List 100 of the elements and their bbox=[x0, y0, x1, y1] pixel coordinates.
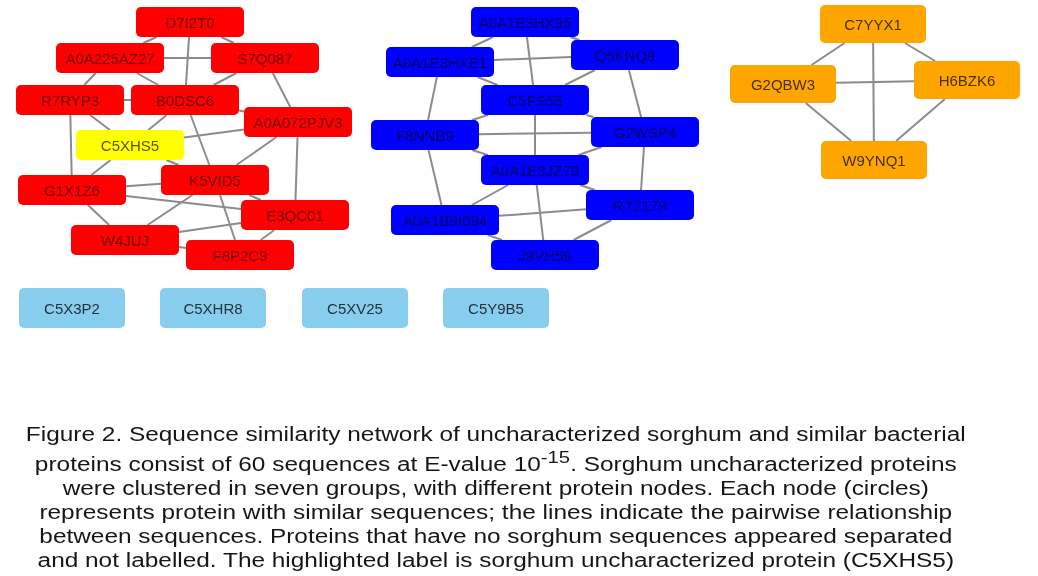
edge-line bbox=[903, 42, 937, 62]
protein-node bbox=[386, 47, 494, 77]
figure-caption: Figure 2. Sequence similarity network of uncharacterized sorghum and similar bacterial proteins consist of 60 sequences at E-value 10$^{-15}$. Sorghum uncharacterized proteins were clustered in seven groups, with different protein nodes. Each node (circles) represents protein with similar sequences; the lines indicate the pairwise relationship between sequences. Proteins that have no sorghum sequences appeared separated and not labelled. The highlighted label is sorghum uncharacterized protein (C5XHS5) bbox=[24, 422, 967, 572]
protein-id: H6BZK6 bbox=[938, 71, 996, 89]
edge-line bbox=[178, 221, 242, 234]
edge-line bbox=[212, 72, 238, 86]
protein-node bbox=[131, 85, 239, 115]
edge-line bbox=[271, 72, 292, 108]
edge-line bbox=[835, 80, 915, 84]
edge-line bbox=[147, 114, 168, 131]
protein-node bbox=[491, 240, 599, 270]
protein-id: B0DSC6 bbox=[155, 91, 215, 109]
edge-line bbox=[572, 219, 613, 241]
edge-line bbox=[163, 57, 212, 59]
edge-line bbox=[123, 99, 132, 101]
edge-line bbox=[427, 76, 438, 121]
protein-id: J9VH59 bbox=[518, 246, 572, 264]
protein-node bbox=[71, 225, 179, 255]
edge-line bbox=[125, 195, 242, 210]
protein-node bbox=[471, 7, 579, 37]
protein-node bbox=[591, 117, 699, 147]
protein-id: F8P2C9 bbox=[212, 246, 268, 264]
protein-id: A0A1E3HX95 bbox=[478, 13, 572, 31]
protein-id: C5Y9B5 bbox=[468, 299, 524, 317]
edge-line bbox=[804, 102, 853, 142]
edge-line bbox=[183, 128, 245, 139]
edge-line bbox=[525, 36, 535, 86]
protein-node bbox=[186, 240, 294, 270]
protein-node bbox=[56, 43, 164, 73]
edge-line bbox=[69, 114, 73, 176]
protein-node bbox=[16, 85, 124, 115]
protein-node bbox=[19, 288, 125, 328]
protein-id: A0A1E3JZ79 bbox=[490, 161, 580, 179]
edge-line bbox=[476, 76, 499, 86]
protein-id: G2QBW3 bbox=[750, 75, 816, 93]
edge-line bbox=[294, 136, 299, 201]
edge-line bbox=[579, 184, 596, 191]
protein-id: A0A1B9I694 bbox=[402, 211, 488, 229]
edge-line bbox=[640, 146, 645, 191]
protein-node bbox=[571, 40, 679, 70]
protein-node bbox=[241, 200, 349, 230]
protein-node bbox=[821, 141, 927, 179]
edge-line bbox=[427, 149, 443, 206]
protein-node bbox=[302, 288, 408, 328]
edge-line bbox=[235, 136, 278, 166]
protein-id: W9YNQ1 bbox=[842, 151, 906, 169]
edge-line bbox=[184, 36, 191, 86]
protein-id: D7I2T0 bbox=[165, 13, 215, 31]
edge-line bbox=[238, 109, 245, 113]
protein-id: R7RYP3 bbox=[40, 91, 100, 109]
edge-line bbox=[471, 184, 509, 206]
protein-id: W4JUJ bbox=[100, 231, 150, 249]
edge-line bbox=[535, 184, 545, 241]
edge-line bbox=[86, 204, 111, 226]
edge-line bbox=[259, 229, 276, 241]
edge-line bbox=[585, 114, 595, 118]
edge-line bbox=[478, 131, 592, 136]
protein-node bbox=[391, 205, 499, 235]
protein-node bbox=[586, 190, 694, 220]
protein-node bbox=[160, 288, 266, 328]
protein-node bbox=[136, 7, 244, 37]
protein-node bbox=[244, 107, 352, 137]
protein-id: Q5KNQ9 bbox=[594, 46, 656, 64]
protein-id: E3QC01 bbox=[266, 206, 324, 224]
edge-line bbox=[125, 182, 162, 188]
edge-line bbox=[895, 98, 946, 142]
protein-node bbox=[211, 43, 319, 73]
edge-line bbox=[135, 72, 160, 86]
protein-id: R7Z179 bbox=[613, 196, 667, 214]
edge-line bbox=[146, 194, 194, 226]
protein-node bbox=[443, 288, 549, 328]
protein-node bbox=[161, 165, 269, 195]
edge-line bbox=[577, 146, 603, 156]
protein-id: S7Q087 bbox=[237, 49, 293, 67]
protein-node bbox=[481, 85, 589, 115]
edge-line bbox=[220, 36, 235, 44]
edge-line bbox=[493, 56, 572, 61]
edge-line bbox=[534, 114, 536, 156]
protein-node bbox=[371, 120, 479, 150]
protein-id: F8NNB9 bbox=[396, 126, 454, 144]
protein-id: C5XV25 bbox=[327, 299, 383, 317]
edge-line bbox=[810, 42, 846, 66]
edge-line bbox=[142, 36, 158, 44]
protein-id: C5FS55 bbox=[507, 91, 563, 109]
edge-line bbox=[189, 114, 211, 166]
protein-node bbox=[820, 5, 926, 43]
highlighted-protein-node bbox=[76, 130, 184, 160]
protein-id: G1X1Z6 bbox=[44, 181, 100, 199]
protein-node bbox=[481, 155, 589, 185]
edge-line bbox=[90, 159, 112, 176]
protein-node bbox=[18, 175, 126, 205]
protein-node bbox=[914, 61, 1020, 99]
protein-id: A0A1E3HXE1 bbox=[392, 53, 488, 71]
protein-id: A0A072PJV3 bbox=[253, 113, 343, 131]
protein-id: C7YYX1 bbox=[844, 15, 902, 33]
edge-line bbox=[564, 69, 596, 86]
edge-line bbox=[872, 42, 875, 142]
edge-line bbox=[83, 72, 97, 86]
protein-id: K5VID5 bbox=[189, 171, 241, 189]
protein-node bbox=[730, 65, 836, 103]
